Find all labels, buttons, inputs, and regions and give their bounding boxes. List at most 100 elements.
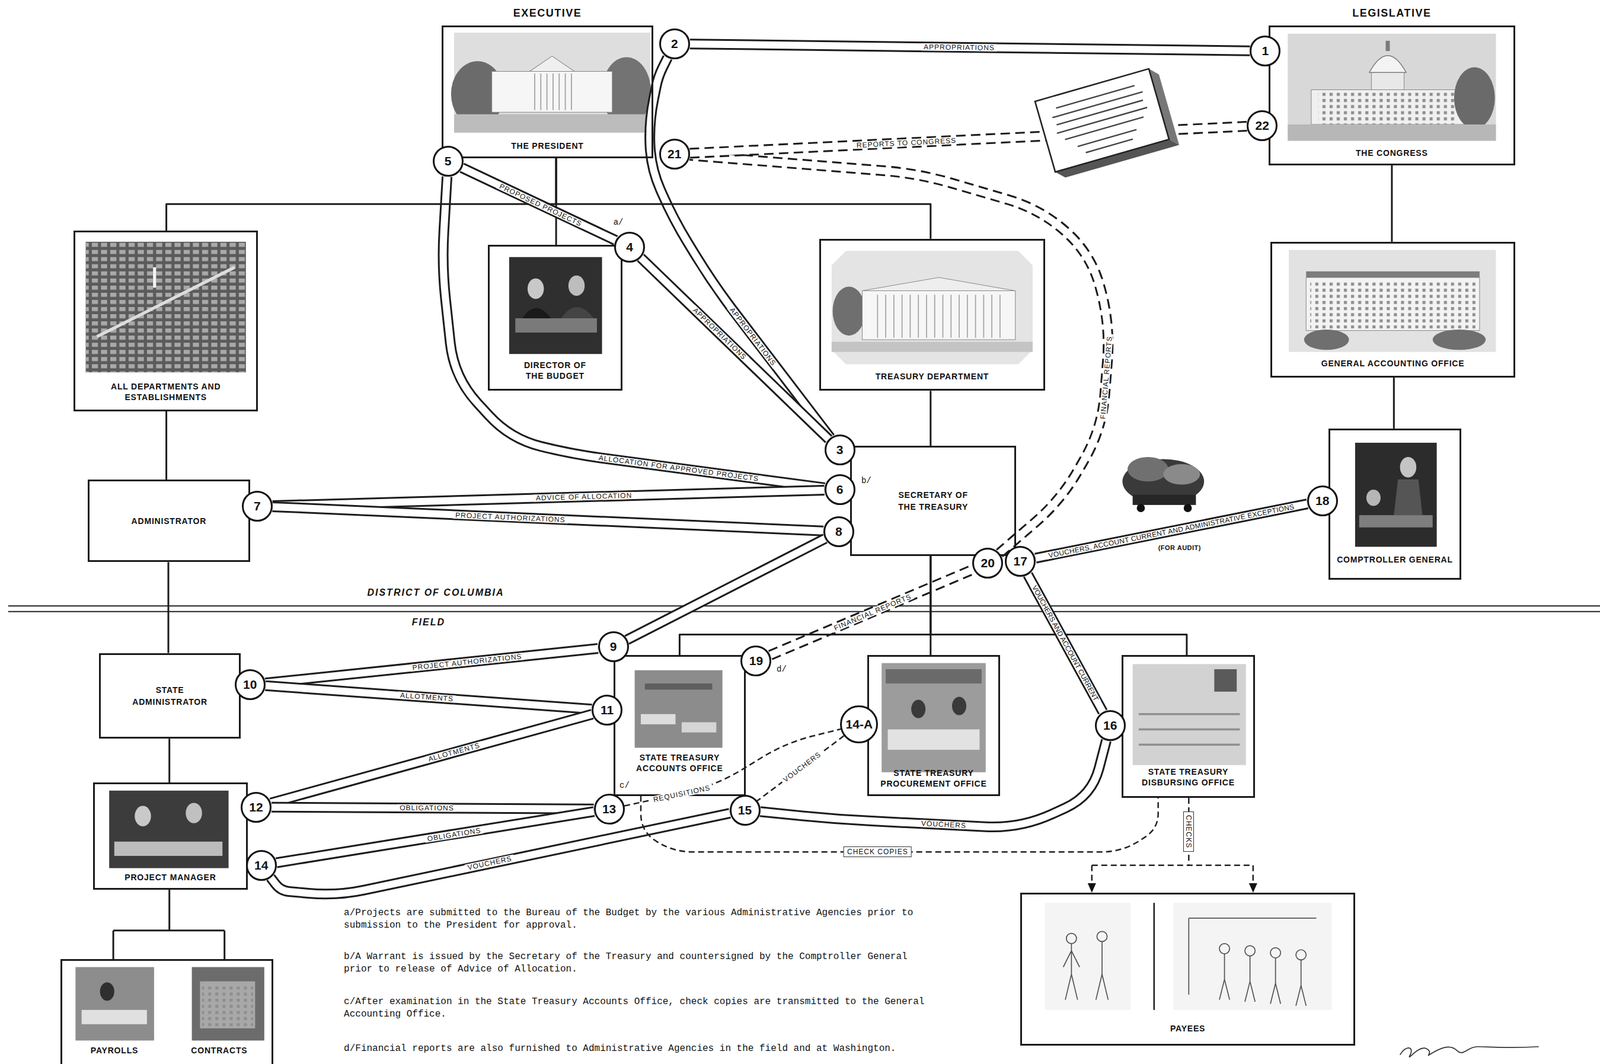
track-inside	[443, 176, 825, 488]
flow-track	[265, 648, 599, 683]
track-inside	[690, 155, 1109, 554]
step-number: 7	[253, 499, 261, 514]
photo-ground	[1288, 250, 1496, 353]
desk	[515, 318, 597, 333]
caption-slot: PAYEES	[1022, 1023, 1354, 1034]
footnote: b/A Warrant is issued by the Secretary o…	[343, 950, 928, 976]
step-circle: 16	[1094, 710, 1126, 742]
box-caption: COMPTROLLER GENERAL	[1335, 554, 1455, 565]
heading-slot: LEGISLATIVE	[1234, 7, 1550, 19]
aerial-photo	[85, 241, 247, 373]
photo-ground	[634, 670, 723, 749]
label-slot: VOUCHERS	[918, 819, 970, 830]
step-circle: 13	[593, 793, 625, 825]
track-rail	[627, 538, 826, 641]
track-inside	[759, 740, 1107, 827]
flow-label: VOUCHERS	[464, 854, 516, 873]
head	[1066, 933, 1077, 944]
report-track	[690, 155, 1109, 554]
label-slot: APPROPRIATIONS	[921, 43, 998, 52]
procurement-photo	[881, 663, 986, 773]
track-inside	[1027, 575, 1104, 713]
track-inside	[640, 257, 829, 440]
label-slot: PROPOSED PROJECTS	[496, 181, 586, 229]
track-inside	[649, 57, 831, 438]
step-number: 5	[444, 154, 452, 169]
org-line	[1393, 377, 1395, 429]
flow-track	[640, 257, 829, 440]
label-slot: d/	[776, 664, 787, 675]
track-rail	[265, 685, 593, 710]
desk	[114, 841, 223, 857]
org-box: STATE TREASURY ACCOUNTS OFFICE	[613, 655, 747, 797]
dome	[1369, 55, 1407, 73]
report-track	[770, 569, 974, 656]
photo-ground	[509, 257, 603, 354]
figure	[1096, 941, 1109, 1000]
photo-ground	[1287, 33, 1496, 142]
box-caption: STATE TREASURY PROCUREMENT OFFICE	[871, 767, 996, 790]
org-line	[556, 158, 931, 239]
track-inside	[265, 685, 593, 710]
step-number: 22	[1255, 118, 1270, 133]
step-number: 17	[1013, 554, 1028, 569]
desk	[81, 1010, 148, 1025]
label-slot: b/A Warrant is issued by the Secretary o…	[343, 950, 928, 976]
building	[861, 290, 1015, 340]
label-slot: OBLIGATIONS	[397, 804, 457, 813]
org-box: ADMINISTRATOR	[87, 479, 251, 562]
figure	[1295, 959, 1306, 1006]
caption-slot: STATE TREASURY ACCOUNTS OFFICE	[615, 752, 745, 774]
box-caption: CONTRACTS	[189, 1045, 249, 1056]
step-number: 18	[1315, 493, 1330, 509]
box-caption: GENERAL ACCOUNTING OFFICE	[1320, 358, 1467, 369]
step-number: 3	[836, 442, 844, 458]
step-circle: 22	[1246, 110, 1278, 142]
caption-slot: PROJECT MANAGER	[94, 872, 247, 883]
windows	[202, 983, 254, 1027]
figure	[1393, 479, 1423, 516]
step-circle: 3	[824, 434, 856, 466]
step-number: 11	[600, 703, 614, 718]
label-slot: REQUISITIONS	[650, 783, 714, 804]
org-line	[168, 561, 169, 653]
box-caption: PROJECT MANAGER	[123, 872, 217, 883]
flow-track	[1027, 575, 1104, 713]
label-slot: CHECK COPIES	[843, 846, 912, 858]
payees-sketch	[1045, 902, 1333, 1011]
figure	[1063, 943, 1081, 1001]
city-blocks	[85, 241, 247, 373]
branch-heading: LEGISLATIVE	[1351, 7, 1433, 19]
footnote-marker: a/	[613, 217, 624, 228]
comptroller-photo	[1355, 442, 1437, 548]
head	[1366, 489, 1381, 507]
label-slot: VOUCHERS	[780, 749, 825, 785]
track-inside	[270, 714, 593, 804]
org-line	[1391, 165, 1392, 242]
step-number: 12	[248, 800, 263, 815]
track-rail	[272, 490, 825, 506]
step-circle: 18	[1307, 485, 1338, 517]
org-line	[679, 556, 931, 656]
flow-track	[265, 685, 593, 710]
report-book	[1035, 66, 1180, 180]
building	[199, 981, 255, 1029]
divider	[1153, 902, 1156, 1011]
org-line	[167, 561, 170, 653]
track-rail	[1027, 575, 1104, 713]
gao-photo	[1288, 250, 1496, 353]
signature	[1400, 1046, 1539, 1057]
step-circle: 10	[234, 669, 266, 701]
cover-print	[1050, 84, 1155, 159]
head	[911, 700, 926, 719]
org-box: EXECUTIVETHE PRESIDENT	[441, 25, 653, 159]
lawn	[454, 114, 650, 133]
caption-slot: DIRECTOR OF THE BUDGET	[489, 359, 621, 382]
step-number: 13	[602, 802, 616, 817]
track-rail	[270, 813, 730, 894]
pediment	[529, 56, 575, 72]
disbursing-photo	[1132, 663, 1247, 765]
caption-slot: CONTRACTS	[166, 1045, 272, 1056]
org-box: LEGISLATIVETHE CONGRESS	[1268, 25, 1516, 166]
